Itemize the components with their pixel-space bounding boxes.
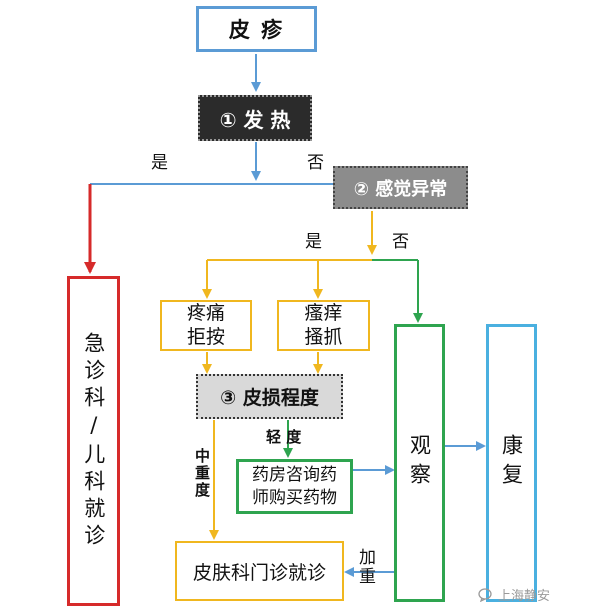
chat-bubble-icon	[478, 587, 492, 602]
node-derm-label: 皮肤科门诊就诊	[192, 561, 326, 584]
label-mild: 轻 度	[266, 428, 302, 446]
label-yes-fever: 是	[151, 153, 168, 173]
node-rash-label: 皮 疹	[228, 18, 285, 42]
node-recover-label: 康复	[499, 434, 524, 492]
watermark-text: 上海静安	[498, 589, 551, 604]
node-itch: 瘙痒 搔抓	[277, 300, 370, 351]
node-observe: 观察	[394, 324, 445, 602]
label-worse: 加重	[355, 548, 375, 586]
node-sensation: ② 感觉异常	[333, 166, 468, 209]
node-pain-line2: 拒按	[186, 325, 225, 348]
node-pain-line1: 疼痛	[186, 301, 225, 324]
node-derm: 皮肤科门诊就诊	[175, 541, 344, 601]
node-itch-line2: 搔抓	[304, 325, 343, 348]
node-sensation-label: ② 感觉异常	[353, 178, 448, 200]
node-emergency: 急诊科/儿科就诊	[67, 276, 120, 606]
node-damage-label: ③ 皮损程度	[220, 387, 319, 409]
label-yes-sensation: 是	[305, 232, 322, 252]
node-pain: 疼痛 拒按	[160, 300, 252, 351]
label-no-fever: 否	[307, 153, 324, 173]
node-pharmacy-line1: 药房咨询药	[252, 465, 337, 486]
node-rash: 皮 疹	[196, 6, 317, 52]
node-recover: 康复	[486, 324, 537, 602]
node-pharmacy: 药房咨询药 师购买药物	[236, 459, 353, 514]
node-itch-line1: 瘙痒	[304, 301, 343, 324]
watermark: 上海静安	[478, 585, 550, 604]
node-observe-label: 观察	[407, 434, 432, 492]
node-emergency-label: 急诊科/儿科就诊	[81, 331, 106, 551]
node-damage: ③ 皮损程度	[196, 374, 343, 419]
node-pharmacy-line2: 师购买药物	[252, 487, 337, 508]
label-no-sensation: 否	[392, 232, 409, 252]
node-fever-label: ① 发 热	[219, 107, 291, 132]
label-severe: 中重度	[193, 448, 211, 499]
node-fever: ① 发 热	[198, 95, 312, 141]
